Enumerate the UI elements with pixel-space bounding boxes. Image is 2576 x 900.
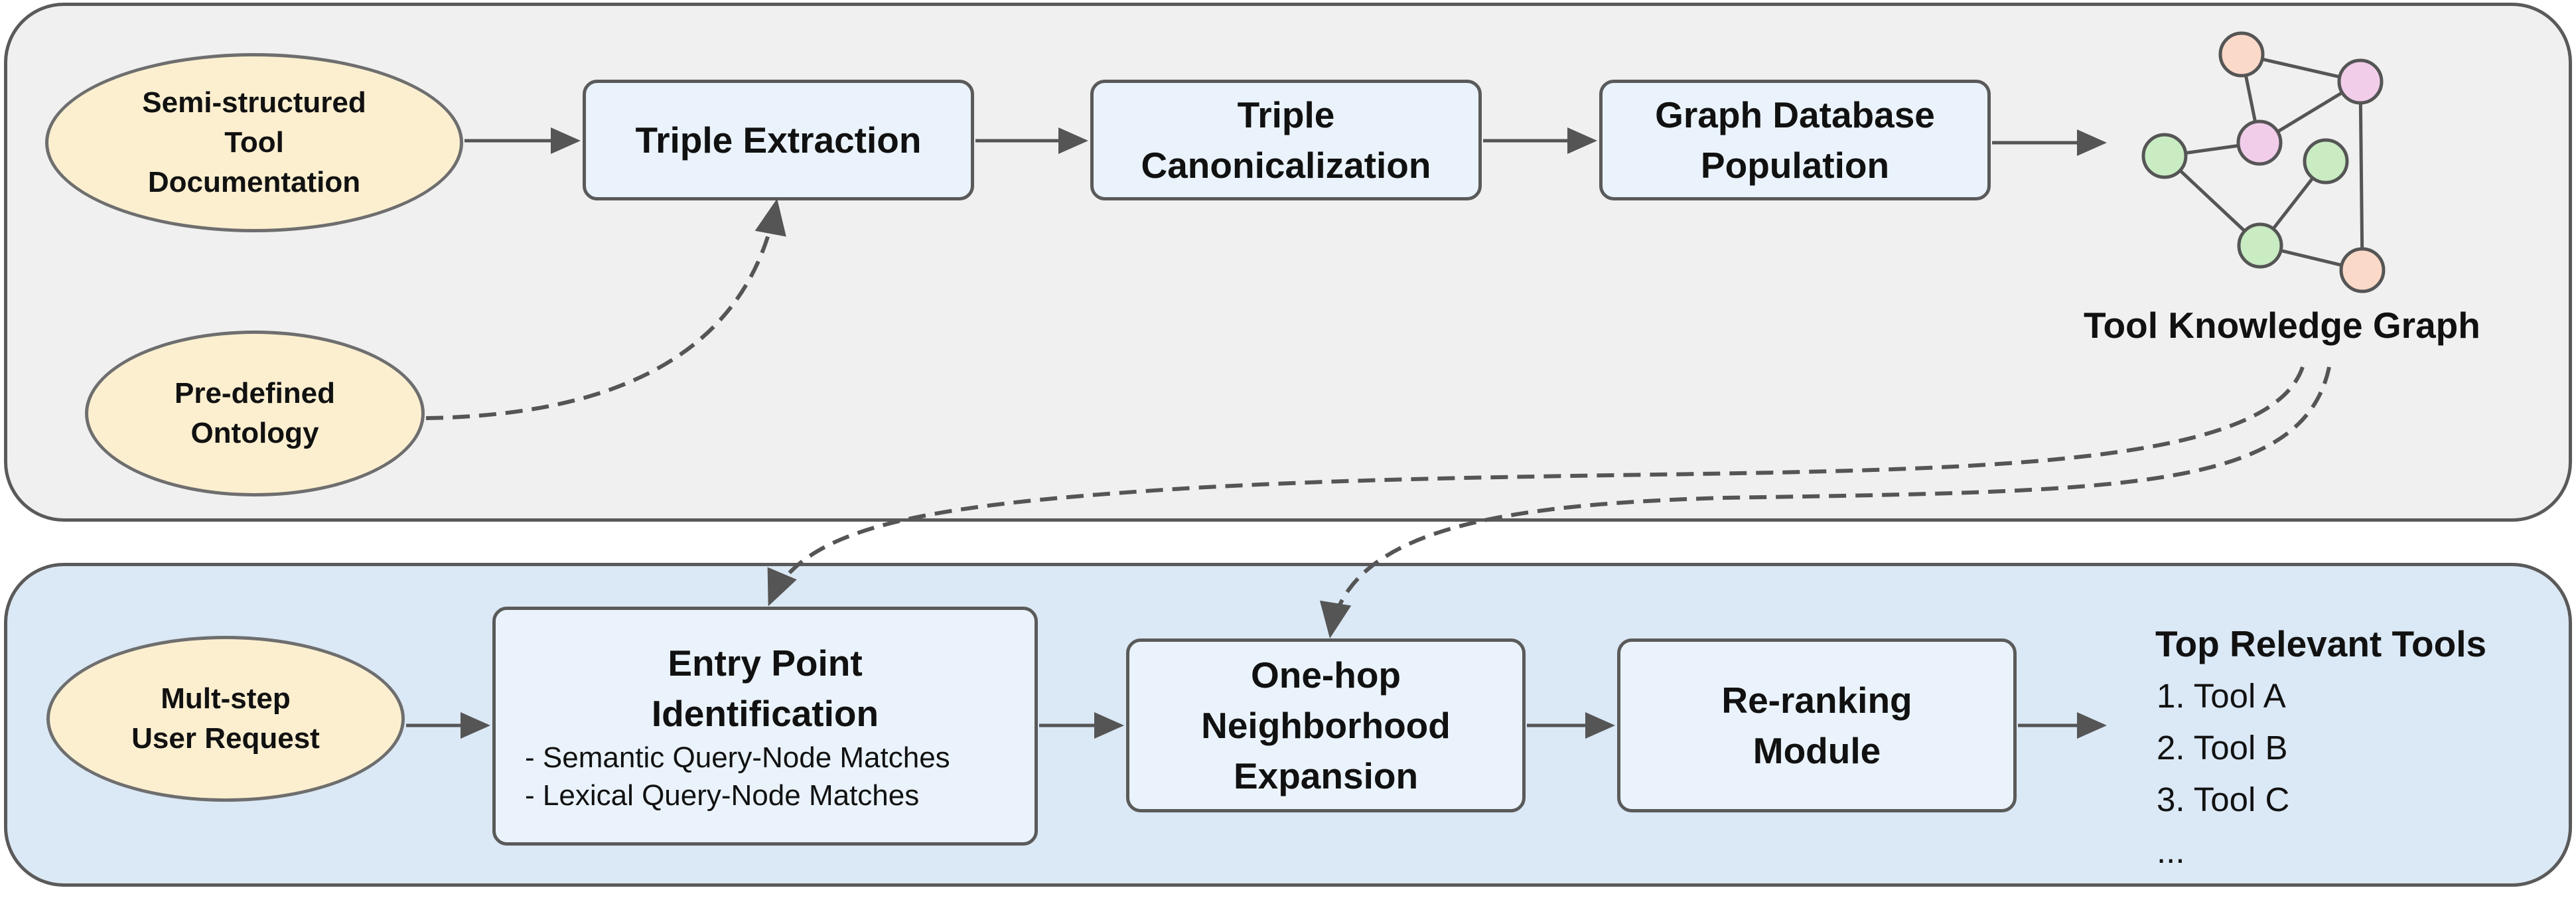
graph-node bbox=[2141, 133, 2188, 179]
documentation-line-1: Semi-structured bbox=[142, 86, 366, 119]
tool-list-item: 3. Tool C bbox=[2157, 781, 2290, 818]
dashed-graph-to-entry-point bbox=[767, 366, 2305, 607]
expansion-line-3: Expansion bbox=[1233, 755, 1419, 796]
graph-database-population-step: Graph Database Population bbox=[1599, 80, 1991, 200]
expansion-line-1: One-hop bbox=[1250, 654, 1401, 696]
reranking-line-2: Module bbox=[1753, 730, 1881, 771]
tool-knowledge-graph-label: Tool Knowledge Graph bbox=[2084, 305, 2480, 346]
population-line-2: Population bbox=[1700, 145, 1890, 186]
tool-documentation-input: Semi-structured Tool Documentation bbox=[45, 53, 463, 232]
entry-point-identification-step: Entry Point Identification - Semantic Qu… bbox=[492, 607, 1038, 846]
graph-node bbox=[2303, 138, 2349, 185]
documentation-line-3: Documentation bbox=[147, 166, 361, 198]
top-relevant-tools-list: 1. Tool A 2. Tool B 3. Tool C ... bbox=[2157, 670, 2289, 877]
top-relevant-tools-title: Top Relevant Tools bbox=[2155, 623, 2487, 664]
knowledge-graph bbox=[2141, 31, 2386, 293]
extraction-label: Triple Extraction bbox=[635, 119, 922, 161]
triple-canonicalization-step: Triple Canonicalization bbox=[1090, 80, 1482, 200]
re-ranking-module-step: Re-ranking Module bbox=[1617, 638, 2017, 812]
dashed-ontology-to-extraction bbox=[425, 198, 786, 420]
graph-node bbox=[2339, 247, 2386, 293]
tool-list-item: 1. Tool A bbox=[2157, 677, 2286, 715]
user-request-input: Mult-step User Request bbox=[46, 636, 405, 802]
graph-node bbox=[2337, 58, 2384, 105]
entry-point-line-1: Entry Point bbox=[668, 642, 863, 684]
ontology-line-2: Ontology bbox=[190, 417, 319, 449]
graph-node bbox=[2218, 31, 2265, 78]
entry-point-line-2: Identification bbox=[651, 693, 879, 734]
request-line-1: Mult-step bbox=[161, 682, 291, 715]
neighborhood-expansion-step: One-hop Neighborhood Expansion bbox=[1126, 638, 1526, 812]
documentation-line-2: Tool bbox=[224, 126, 284, 159]
graph-node bbox=[2237, 222, 2283, 269]
canonicalization-line-1: Triple bbox=[1237, 94, 1335, 135]
dashed-graph-to-expansion bbox=[1319, 366, 2331, 638]
canonicalization-line-2: Canonicalization bbox=[1141, 145, 1431, 186]
ontology-line-1: Pre-defined bbox=[174, 377, 336, 410]
population-line-1: Graph Database bbox=[1655, 94, 1935, 135]
request-line-2: User Request bbox=[131, 722, 320, 755]
ontology-input: Pre-defined Ontology bbox=[85, 331, 425, 496]
triple-extraction-step: Triple Extraction bbox=[583, 80, 974, 200]
graph-edge bbox=[2358, 81, 2364, 271]
lexical-match-bullet: - Lexical Query-Node Matches bbox=[525, 779, 920, 812]
tool-list-item: 2. Tool B bbox=[2157, 729, 2288, 767]
semantic-match-bullet: - Semantic Query-Node Matches bbox=[525, 741, 950, 774]
reranking-line-1: Re-ranking bbox=[1721, 680, 1912, 721]
tool-list-item: ... bbox=[2157, 832, 2185, 870]
graph-node bbox=[2236, 119, 2283, 166]
expansion-line-2: Neighborhood bbox=[1201, 705, 1451, 746]
